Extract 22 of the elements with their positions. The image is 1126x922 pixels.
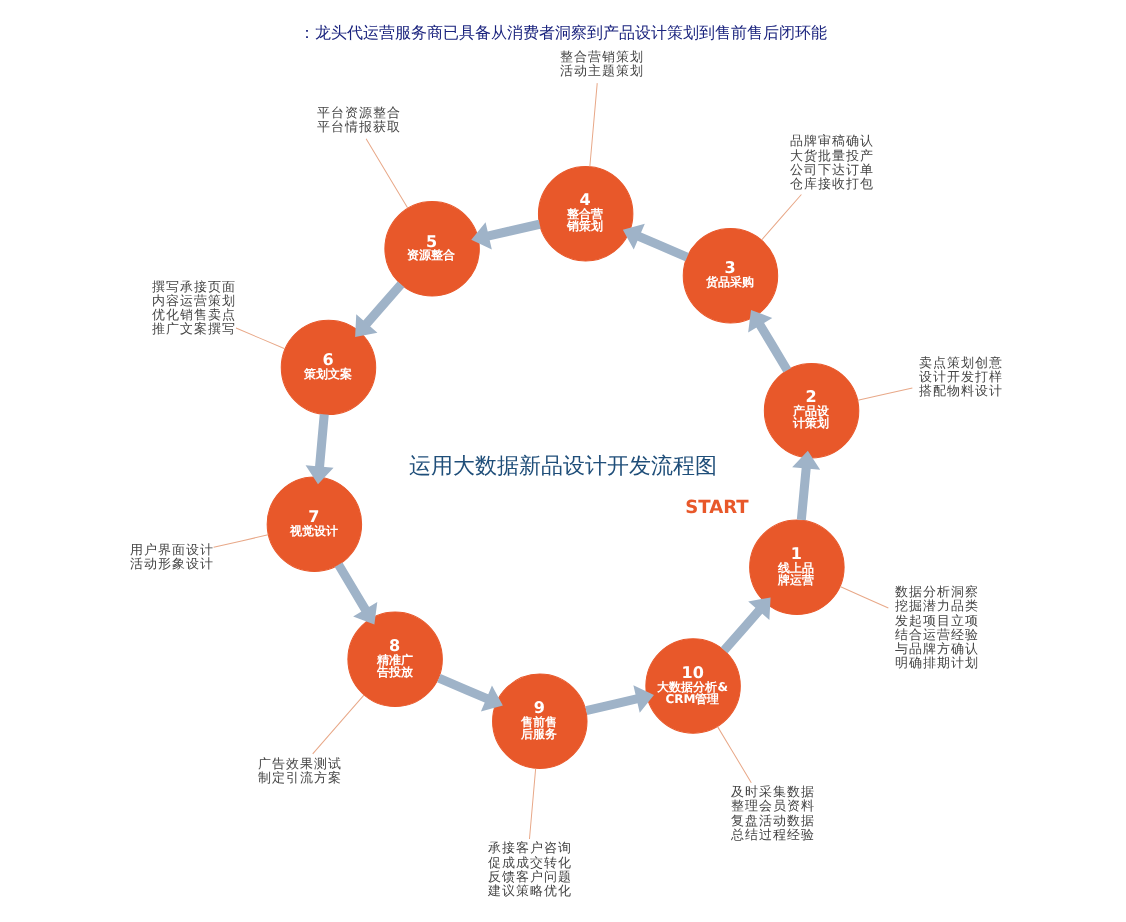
connector [213, 534, 269, 548]
arrow [305, 414, 334, 485]
connector [312, 694, 365, 755]
connector [717, 726, 752, 784]
arrow [748, 309, 792, 373]
arrow [720, 597, 771, 654]
arrow [437, 673, 503, 712]
connector [528, 768, 537, 840]
node-label: START [685, 499, 749, 520]
connector [761, 194, 802, 241]
label: 运用大数据新品设计开发流程图 [408, 453, 717, 480]
arrow [471, 219, 541, 250]
connector [839, 586, 889, 609]
arrow [585, 685, 654, 715]
arrow [792, 450, 821, 521]
arrow [622, 223, 689, 262]
connector [857, 387, 913, 401]
connector [235, 327, 286, 350]
arrow [334, 562, 378, 625]
arrow [355, 281, 405, 337]
connector [365, 138, 409, 209]
connector [589, 82, 598, 168]
